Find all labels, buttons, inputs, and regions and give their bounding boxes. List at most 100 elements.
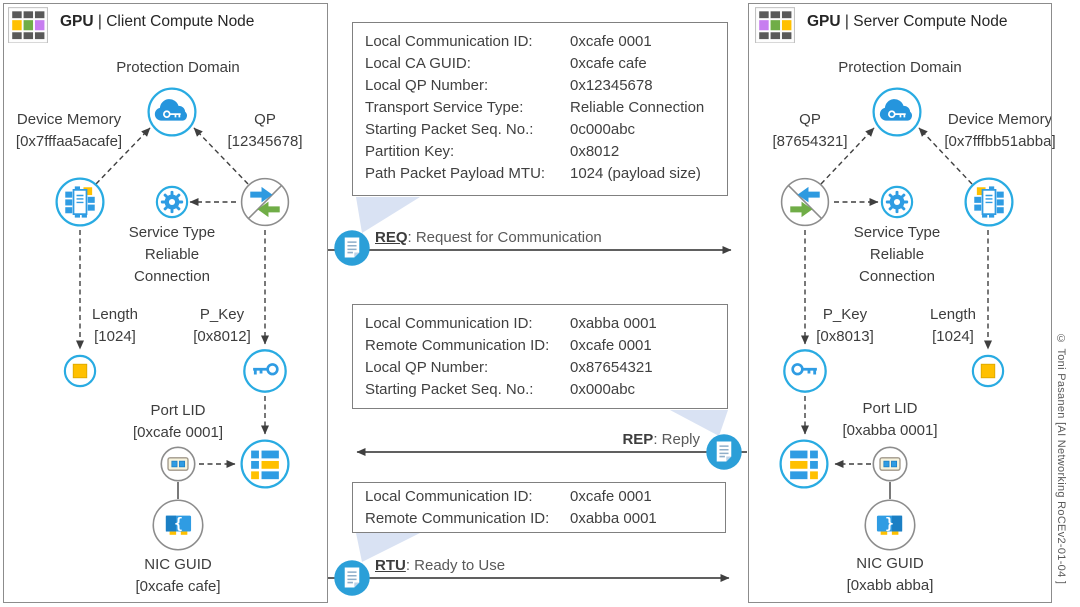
detail-row: Local CA GUID: 0xcafe cafe bbox=[365, 53, 715, 75]
detail-label: Local QP Number: bbox=[365, 359, 489, 376]
protection-domain-label: Protection Domain bbox=[116, 57, 239, 79]
rep-arrow-label: REP: Reply bbox=[605, 431, 700, 448]
detail-label: Partition Key: bbox=[365, 143, 455, 160]
label-line: NIC GUID bbox=[144, 556, 212, 573]
label-line: Connection bbox=[134, 268, 210, 285]
port-lid-table-icon bbox=[779, 439, 829, 489]
detail-label: Starting Packet Seq. No.: bbox=[365, 381, 534, 398]
req-code: REQ bbox=[375, 229, 408, 246]
pkey-key-icon bbox=[243, 349, 287, 393]
req-callout-wedge bbox=[356, 197, 420, 233]
protection-domain-cloud-icon bbox=[147, 87, 197, 137]
nic-icon bbox=[152, 499, 204, 551]
detail-value: 0xcafe cafe bbox=[570, 55, 647, 72]
server-node-panel bbox=[748, 3, 1052, 603]
label-line: P_Key bbox=[822, 306, 868, 323]
service-type-label: Service Type Reliable Connection bbox=[129, 222, 215, 288]
detail-label: Local Communication ID: bbox=[365, 315, 533, 332]
label-line: Port LID bbox=[862, 400, 918, 417]
req-message-icon bbox=[333, 229, 371, 267]
rep-message-icon bbox=[705, 433, 743, 471]
detail-label: Local CA GUID: bbox=[365, 55, 471, 72]
qp-label: QP [12345678] bbox=[227, 109, 302, 153]
rep-callout-wedge bbox=[670, 410, 728, 436]
device-memory-icon bbox=[55, 177, 105, 227]
client-node-label: | Client Compute Node bbox=[97, 13, 255, 30]
detail-row: Starting Packet Seq. No.: 0c000abc bbox=[365, 119, 715, 141]
rtu-text: : Ready to Use bbox=[405, 557, 506, 574]
label-line: Protection Domain bbox=[838, 59, 962, 76]
rtu-details-box: Local Communication ID: 0xcafe 0001 Remot… bbox=[352, 482, 726, 533]
qp-label: QP [87654321] bbox=[772, 109, 847, 153]
req-arrow-label: REQ: Request for Communication bbox=[375, 229, 602, 246]
label-line: Port LID bbox=[150, 402, 206, 419]
port-lid-label: Port LID [0xabba 0001] bbox=[842, 398, 937, 442]
detail-label: Path Packet Payload MTU: bbox=[365, 165, 546, 182]
detail-value: 0xcafe 0001 bbox=[570, 33, 652, 50]
label-line: P_Key bbox=[199, 306, 245, 323]
value-line: [87654321] bbox=[772, 133, 848, 150]
gpu-label: GPU bbox=[60, 13, 94, 30]
detail-value: 1024 (payload size) bbox=[570, 165, 701, 182]
detail-row: Local Communication ID: 0xabba 0001 bbox=[365, 313, 715, 335]
rtu-callout-wedge bbox=[356, 533, 420, 562]
device-memory-icon bbox=[964, 177, 1014, 227]
service-type-gear-icon bbox=[880, 185, 914, 219]
label-line: Service Type bbox=[128, 224, 216, 241]
detail-value: 0x8012 bbox=[570, 143, 620, 160]
detail-row: Transport Service Type:Reliable Connecti… bbox=[365, 97, 715, 119]
detail-label: Local Communication ID: bbox=[365, 488, 533, 505]
service-type-label: Service Type Reliable Connection bbox=[854, 222, 940, 288]
copyright-credit: © Toni Pasanen [AI Networking RoCEv2-01-… bbox=[1055, 333, 1067, 585]
server-node-label: | Server Compute Node bbox=[844, 13, 1008, 30]
value-line: [0xcafe 0001] bbox=[132, 424, 224, 441]
rep-details-box: Local Communication ID: 0xabba 0001 Remot… bbox=[352, 304, 728, 409]
port-lid-table-icon bbox=[240, 439, 290, 489]
detail-row: Remote Communication ID:0xabba 0001 bbox=[365, 508, 713, 530]
rtu-code: RTU bbox=[375, 557, 406, 574]
length-square-icon bbox=[971, 354, 1005, 388]
detail-label: Local Communication ID: bbox=[365, 33, 533, 50]
detail-row: Starting Packet Seq. No.:0x000abc bbox=[365, 379, 715, 401]
value-line: [0xabb abba] bbox=[846, 577, 934, 594]
label-line: Device Memory bbox=[947, 111, 1053, 128]
detail-value: 0xabba 0001 bbox=[570, 315, 657, 332]
detail-label: Remote Communication ID: bbox=[365, 510, 550, 527]
label-line: Device Memory bbox=[16, 111, 122, 128]
detail-row: Path Packet Payload MTU: 1024 (payload si… bbox=[365, 163, 715, 185]
detail-value: 0x12345678 bbox=[570, 77, 653, 94]
protection-domain-label: Protection Domain bbox=[838, 57, 961, 79]
detail-value: 0x87654321 bbox=[570, 359, 653, 376]
value-line: [0x8012] bbox=[193, 328, 251, 345]
rep-text: : Reply bbox=[653, 431, 700, 448]
gpu-icon bbox=[8, 7, 48, 43]
client-panel-title: GPU | Client Compute Node bbox=[60, 13, 254, 31]
detail-row: Local Communication ID: 0xcafe 0001 bbox=[365, 486, 713, 508]
nic-guid-label: NIC GUID [0xabb abba] bbox=[847, 553, 934, 597]
gpu-icon bbox=[755, 7, 795, 43]
protection-domain-cloud-icon bbox=[872, 87, 922, 137]
detail-value: 0xcafe 0001 bbox=[570, 488, 652, 505]
label-line: Length bbox=[92, 306, 138, 323]
rtu-message-icon bbox=[333, 559, 371, 597]
label-line: Reliable bbox=[144, 246, 200, 263]
detail-label: Local QP Number: bbox=[365, 77, 489, 94]
qp-send-receive-icon bbox=[240, 177, 290, 227]
client-node-panel bbox=[3, 3, 328, 603]
value-line: [0xabba 0001] bbox=[842, 422, 938, 439]
detail-value: 0xcafe 0001 bbox=[570, 337, 652, 354]
service-type-gear-icon bbox=[155, 185, 189, 219]
detail-row: Partition Key: 0x8012 bbox=[365, 141, 715, 163]
detail-label: Remote Communication ID: bbox=[365, 337, 550, 354]
value-line: [0xcafe cafe] bbox=[135, 578, 221, 595]
device-memory-label: Device Memory [0x7fffaa5acafe] bbox=[16, 109, 122, 153]
label-line: Length bbox=[930, 306, 976, 323]
detail-row: Local QP Number: 0x87654321 bbox=[365, 357, 715, 379]
pkey-label: P_Key [0x8013] bbox=[816, 304, 874, 348]
detail-value: 0c000abc bbox=[570, 121, 636, 138]
port-icon bbox=[160, 446, 196, 482]
detail-row: Remote Communication ID: 0xcafe 0001 bbox=[365, 335, 715, 357]
value-line: [1024] bbox=[932, 328, 974, 345]
detail-label: Starting Packet Seq. No.: bbox=[365, 121, 534, 138]
